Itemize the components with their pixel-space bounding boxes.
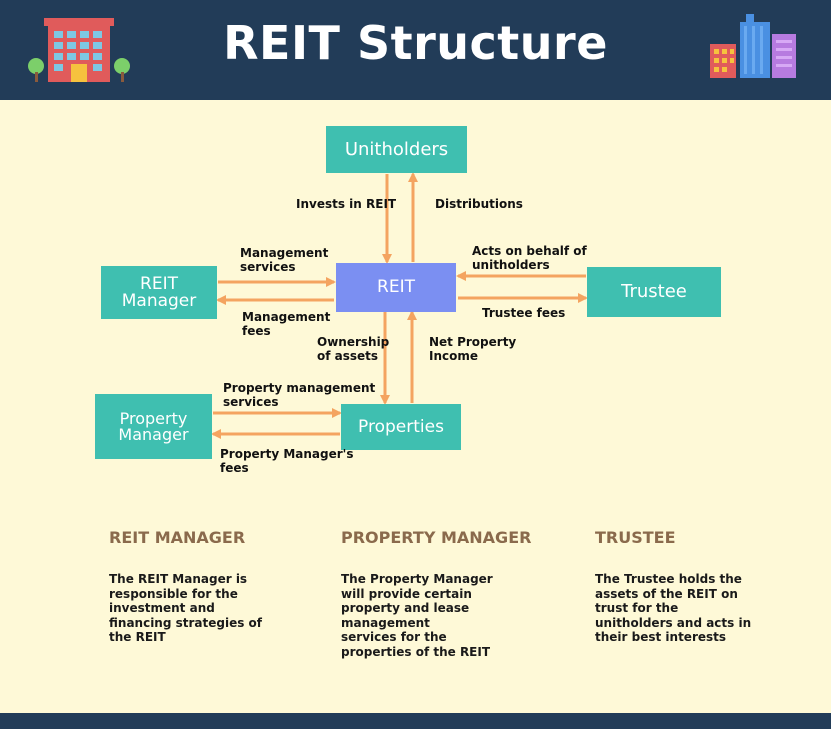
node-trustee: Trustee	[587, 267, 721, 317]
node-property-manager: Property Manager	[95, 394, 212, 459]
section-text-property-manager: The Property Manager will provide certai…	[341, 572, 493, 659]
section-title-property-manager: PROPERTY MANAGER	[341, 528, 532, 547]
header-banner: REIT Structure	[0, 0, 831, 100]
edge-label-pm-services: Property management services	[223, 381, 376, 409]
section-text-reit-manager: The REIT Manager is responsible for the …	[109, 572, 263, 644]
node-unitholders: Unitholders	[326, 126, 467, 173]
hotel-building-icon	[28, 18, 130, 82]
section-title-trustee: TRUSTEE	[595, 528, 676, 547]
city-skyscrapers-icon	[710, 14, 796, 78]
edge-label-acts-on-behalf: Acts on behalf of unitholders	[472, 244, 587, 272]
section-text-trustee: The Trustee holds the assets of the REIT…	[595, 572, 752, 644]
edge-label-ownership: Ownership of assets	[317, 335, 390, 363]
edge-label-mgmt-fees: Management fees	[242, 310, 331, 338]
page-title: REIT Structure	[223, 16, 608, 70]
edge-label-trustee-fees: Trustee fees	[482, 306, 566, 320]
edge-label-pm-fees: Property Manager's fees	[220, 447, 354, 475]
edge-label-distributions: Distributions	[435, 197, 523, 211]
section-title-reit-manager: REIT MANAGER	[109, 528, 246, 547]
node-reit-manager: REIT Manager	[101, 266, 217, 319]
edge-label-net-income: Net Property Income	[429, 335, 517, 363]
node-reit: REIT	[336, 263, 456, 312]
footer-bar	[0, 713, 831, 729]
edge-label-mgmt-services: Management services	[240, 246, 329, 274]
node-properties: Properties	[341, 404, 461, 450]
edge-label-invests: Invests in REIT	[296, 197, 397, 211]
